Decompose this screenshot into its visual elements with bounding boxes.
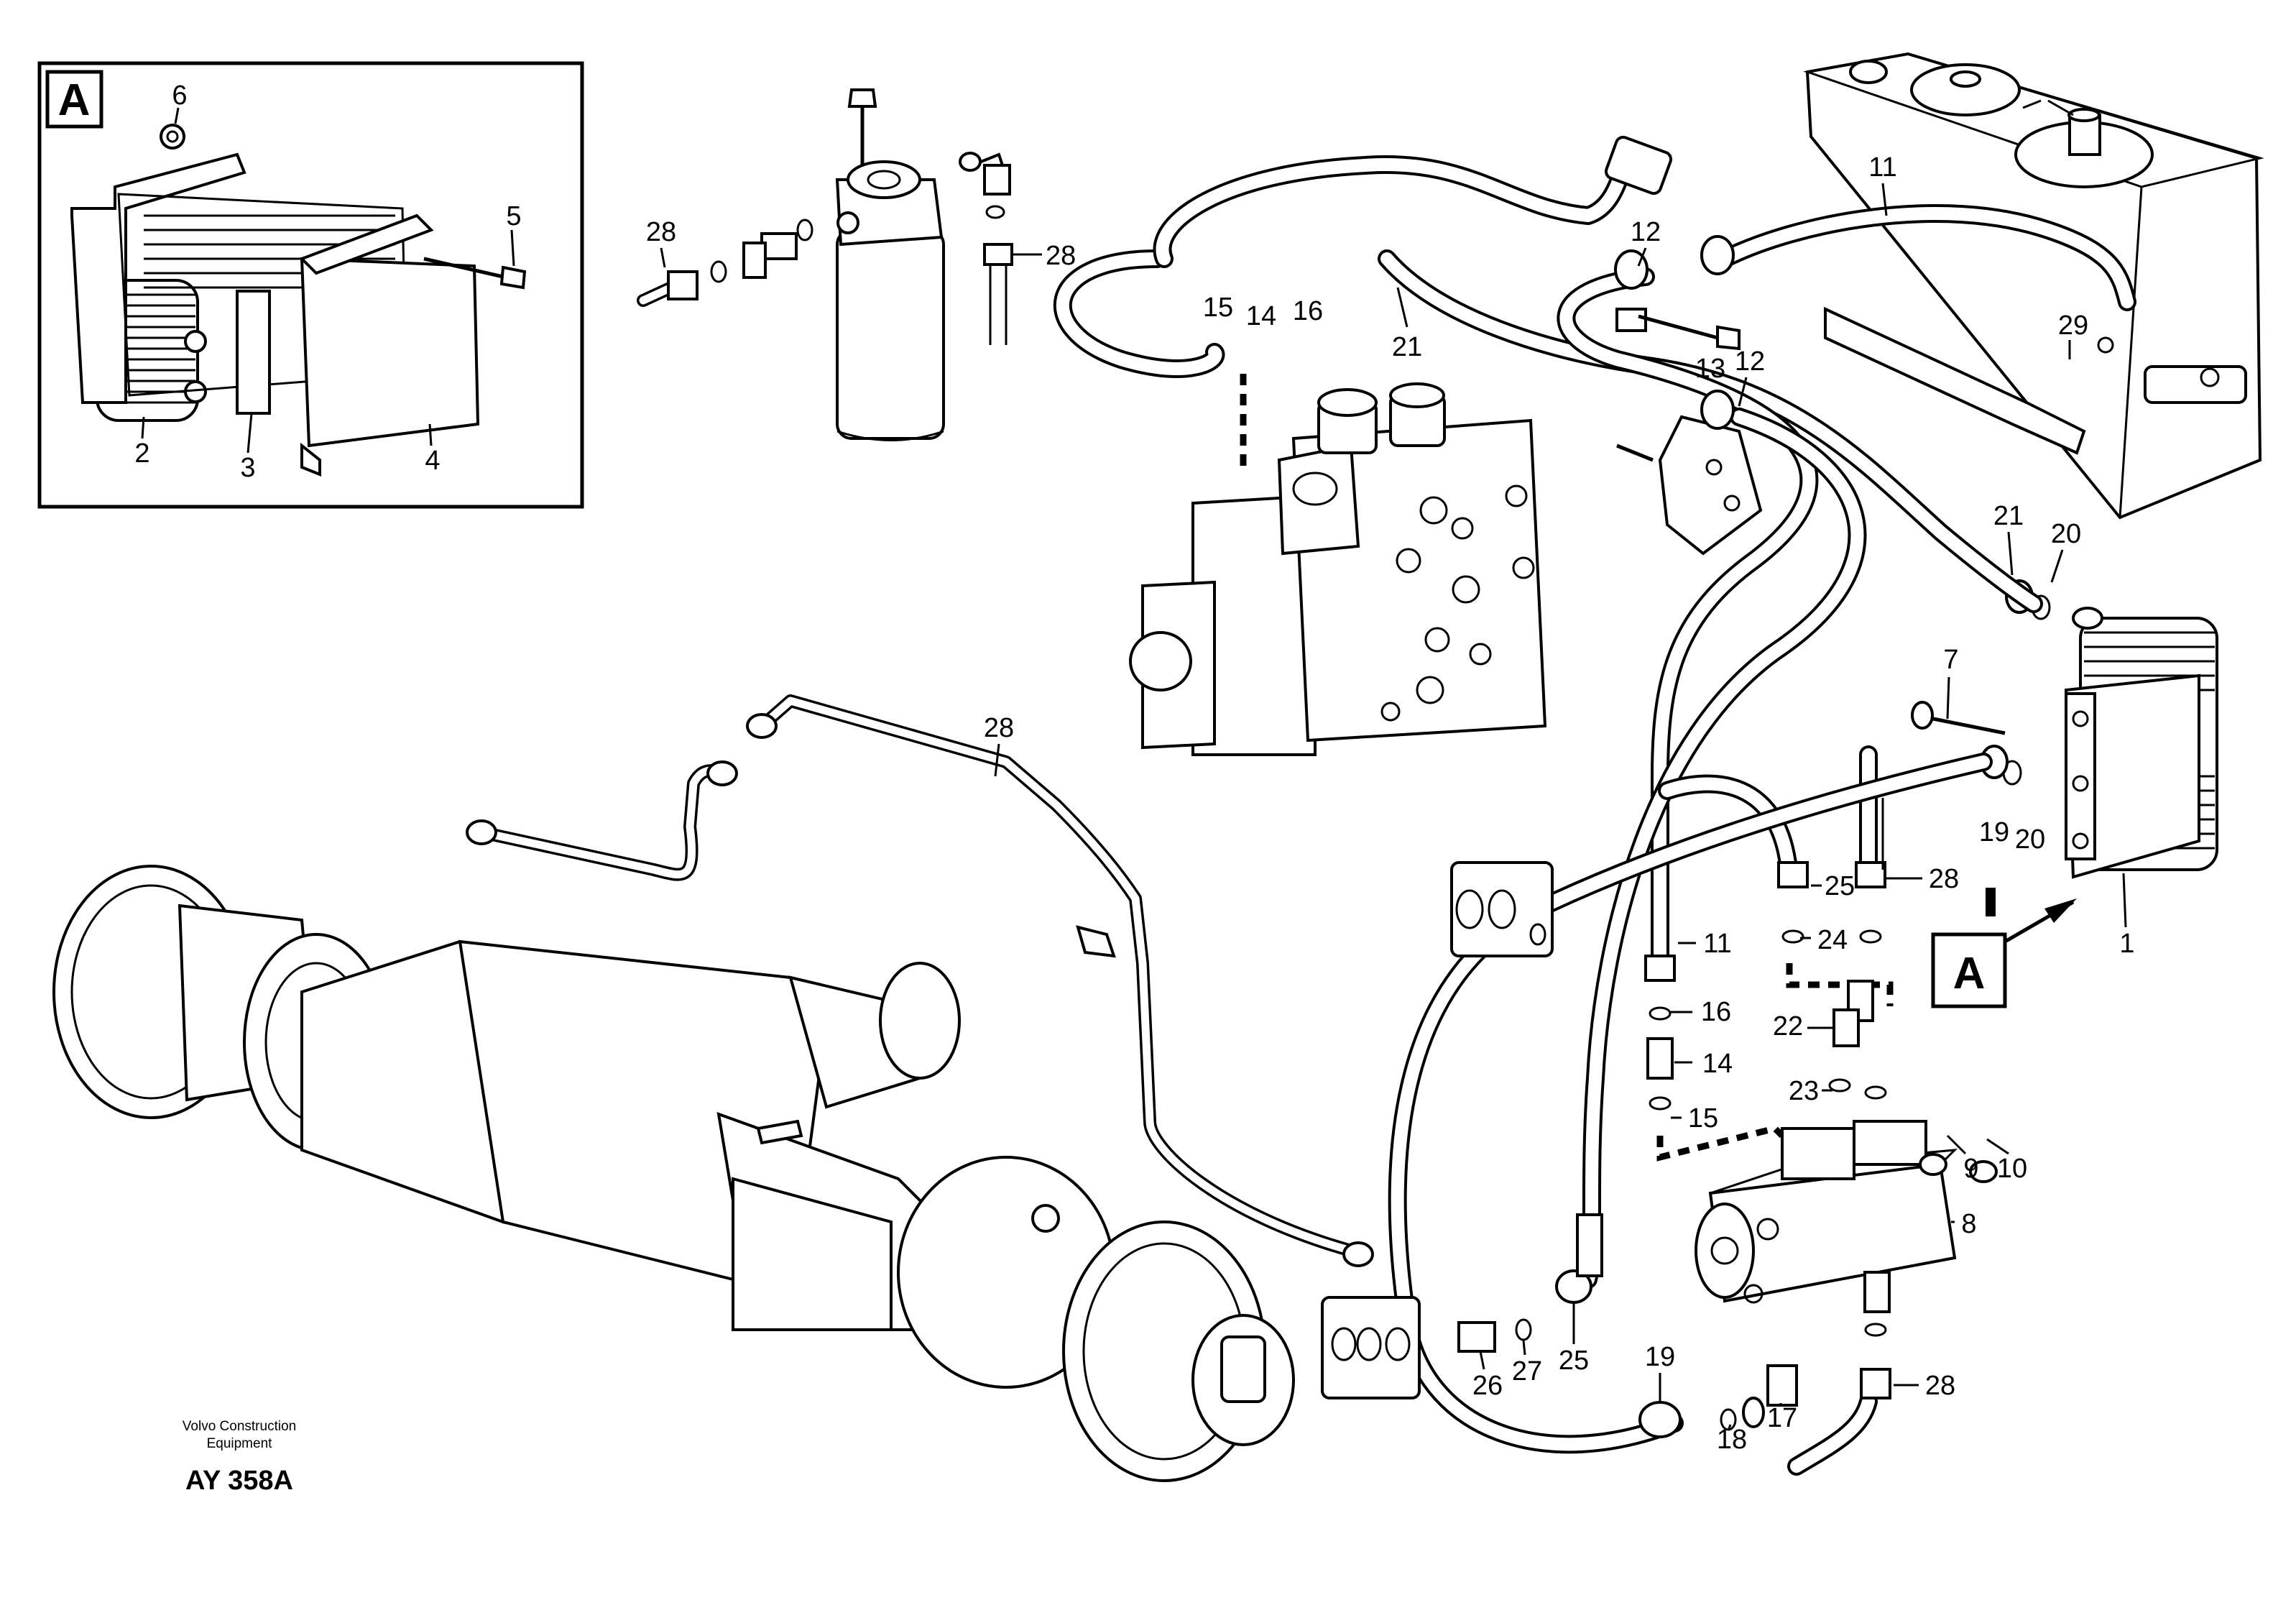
part-label: 26 bbox=[1472, 1371, 1503, 1401]
check-valve-8 bbox=[1695, 1120, 1958, 1304]
control-valve-block bbox=[1129, 382, 1547, 756]
drawing-code: AY 358A bbox=[185, 1466, 293, 1496]
assembly-lines bbox=[1240, 374, 1894, 1162]
detail-letter: A bbox=[58, 75, 91, 125]
part-label: 9 bbox=[1963, 1154, 1978, 1184]
part-label: 11 bbox=[1868, 152, 1896, 183]
part-label: 15 bbox=[1203, 293, 1233, 323]
cover-plate bbox=[300, 257, 480, 448]
part-label: 22 bbox=[1773, 1011, 1803, 1042]
part-label: 23 bbox=[1789, 1076, 1819, 1106]
part-label: 19 bbox=[1979, 817, 2009, 847]
part-label: 24 bbox=[1817, 925, 1848, 955]
small-fittings bbox=[1457, 798, 1998, 1438]
part-label: 28 bbox=[984, 713, 1014, 743]
detail-label: 4 bbox=[425, 446, 440, 476]
bolt-13 bbox=[1638, 314, 1741, 351]
axle-pipes bbox=[466, 694, 1374, 1267]
fitting-group-right bbox=[959, 152, 1013, 345]
part-label: 28 bbox=[1925, 1371, 1955, 1401]
part-label: 21 bbox=[1993, 501, 2024, 531]
part-label: 18 bbox=[1717, 1425, 1747, 1455]
part-label: 7 bbox=[1943, 645, 1958, 675]
part-label: 29 bbox=[2058, 311, 2088, 341]
detail-letter-box bbox=[45, 70, 103, 129]
view-a-callout: A bbox=[1931, 898, 2077, 1008]
oil-filter bbox=[835, 88, 945, 441]
hydraulic-tank bbox=[1803, 52, 2264, 520]
credit-line-1: Volvo Construction bbox=[183, 1419, 296, 1434]
part-label: 14 bbox=[1702, 1049, 1733, 1079]
mounting-bracket bbox=[70, 152, 246, 404]
bolt-5 bbox=[423, 257, 527, 290]
part-number-labels: 28 28 15 14 16 21 12 11 13 12 29 21 20 2… bbox=[646, 152, 2135, 1455]
part-label: 28 bbox=[1929, 864, 1959, 894]
part-label: 8 bbox=[1961, 1209, 1976, 1239]
gasket-plate bbox=[236, 290, 271, 415]
hoses bbox=[1053, 135, 2136, 1476]
detail-frame bbox=[37, 61, 584, 509]
part-label: 10 bbox=[1997, 1154, 2027, 1184]
part-label: 15 bbox=[1688, 1103, 1718, 1134]
part-label: 16 bbox=[1293, 296, 1323, 326]
drawing-credit: Volvo Construction Equipment AY 358A bbox=[183, 1419, 296, 1496]
part-label: 19 bbox=[1645, 1342, 1675, 1372]
detail-label: 6 bbox=[172, 81, 187, 111]
part-label: 28 bbox=[646, 217, 676, 247]
drive-axle bbox=[52, 865, 1295, 1482]
callout-letter: A bbox=[1953, 949, 1986, 998]
fitting-group-left bbox=[637, 219, 813, 307]
part-label: 20 bbox=[2051, 519, 2081, 549]
part-label: 17 bbox=[1767, 1403, 1797, 1433]
part-label: 25 bbox=[1559, 1346, 1589, 1376]
oil-cooler bbox=[2064, 607, 2218, 879]
part-label: 13 bbox=[1695, 354, 1725, 384]
part-label: 14 bbox=[1246, 301, 1276, 331]
detail-label: 5 bbox=[506, 201, 521, 231]
bolt-7 bbox=[1911, 701, 2006, 735]
part-label: 11 bbox=[1703, 929, 1731, 959]
part-label: 16 bbox=[1701, 997, 1731, 1027]
hose-clamps bbox=[1321, 235, 1763, 1399]
part-label: 28 bbox=[1046, 241, 1076, 271]
detail-label: 2 bbox=[134, 438, 149, 469]
part-label: 27 bbox=[1512, 1356, 1542, 1387]
part-label: 1 bbox=[2119, 929, 2134, 959]
credit-line-2: Equipment bbox=[207, 1436, 273, 1451]
part-label: 20 bbox=[2015, 824, 2045, 855]
detail-view-a: A bbox=[37, 61, 584, 509]
part-label: 25 bbox=[1825, 871, 1855, 901]
nut-6 bbox=[160, 124, 185, 150]
part-label: 12 bbox=[1631, 217, 1661, 247]
detail-label: 3 bbox=[240, 453, 255, 483]
part-label: 21 bbox=[1392, 332, 1422, 362]
part-label: 12 bbox=[1735, 346, 1765, 377]
